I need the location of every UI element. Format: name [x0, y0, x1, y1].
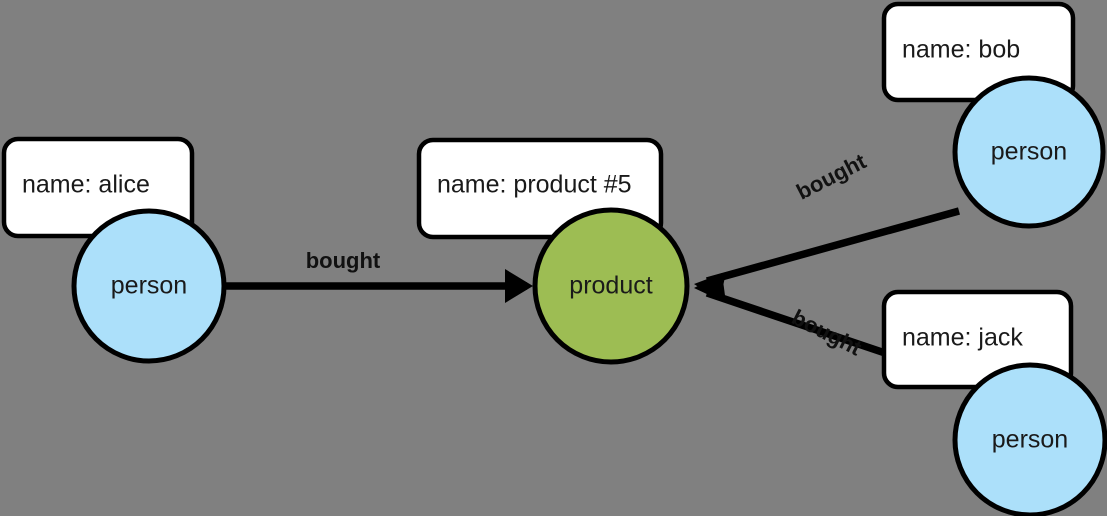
arrowhead-icon [505, 269, 533, 303]
node-circle [952, 75, 1106, 229]
node-alice[interactable]: person [71, 208, 227, 364]
node-type-label: person [992, 426, 1068, 454]
edge-alice-bought-product[interactable] [224, 269, 533, 303]
edge-line [705, 207, 961, 285]
node-jack[interactable]: person [952, 362, 1107, 516]
edge-layer [224, 207, 964, 383]
node-type-label: product [569, 272, 652, 300]
property-box-bob: name: bob [881, 1, 1076, 103]
node-layer: person product person person [71, 75, 1107, 516]
node-bob[interactable]: person [952, 75, 1106, 229]
node-circle [952, 362, 1107, 516]
property-box-alice: name: alice [1, 136, 195, 239]
node-circle [71, 208, 227, 364]
property-box-label: name: product #5 [437, 171, 632, 199]
property-box-label: name: bob [902, 36, 1020, 64]
node-product5[interactable]: product [532, 207, 690, 365]
property-box-label: name: alice [22, 171, 150, 199]
node-circle [532, 207, 690, 365]
node-type-label: person [111, 272, 187, 300]
edge-label-alice-bought: bought [306, 248, 381, 273]
arrowhead-icon [694, 273, 726, 303]
node-type-label: person [991, 138, 1067, 166]
property-box-label: name: jack [902, 324, 1023, 352]
